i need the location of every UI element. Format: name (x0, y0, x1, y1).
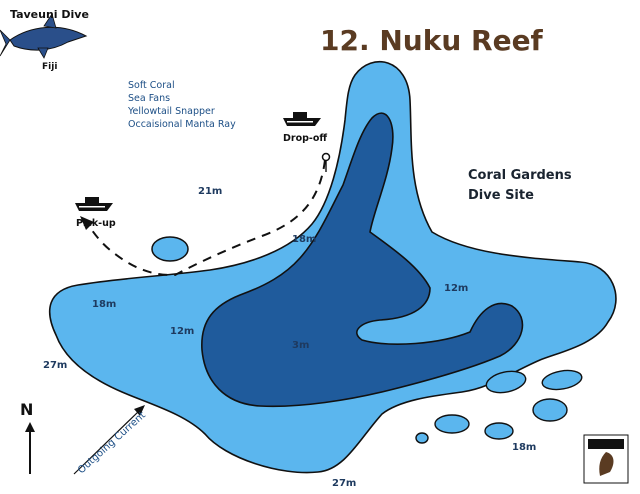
depth-label: 27m (43, 360, 68, 371)
logo-location: Fiji (42, 62, 58, 72)
site-name-line2: Dive Site (468, 188, 534, 203)
current-arrowhead-icon (134, 405, 145, 416)
species-item: Occaisional Manta Ray (128, 119, 236, 130)
logo-name: Taveuni Dive (10, 8, 89, 21)
depth-label: 12m (170, 326, 195, 337)
shallow-core (201, 112, 524, 408)
pickup-label: Pick-up (76, 218, 116, 229)
depth-label: 27m (332, 478, 357, 489)
depth-label: 21m (198, 186, 223, 197)
dropoff-pin-icon (321, 152, 331, 162)
depth-label: 18m (512, 442, 537, 453)
site-name-line1: Coral Gardens (468, 168, 572, 183)
small-islet (151, 236, 189, 262)
north-label: N (20, 400, 34, 419)
species-item: Sea Fans (128, 93, 171, 104)
current-arrow-icon (73, 409, 141, 475)
patch-reef (485, 370, 527, 394)
patch-reef (532, 398, 568, 422)
shark-logo-icon (0, 13, 88, 59)
media-logo (583, 434, 629, 484)
boat-icon-dropoff (283, 112, 321, 126)
dropoff-label: Drop-off (283, 133, 328, 144)
dive-route (85, 159, 326, 277)
depth-label: 12m (444, 283, 469, 294)
depth-label: 18m (92, 299, 117, 310)
depth-label: 18m (292, 234, 317, 245)
species-item: Yellowtail Snapper (128, 106, 215, 117)
patch-reef (484, 422, 514, 440)
patch-reef (415, 432, 429, 444)
route-arrow-icon (80, 216, 94, 230)
species-item: Soft Coral (128, 80, 175, 91)
map-title: 12. Nuku Reef (320, 24, 543, 57)
boat-icon-pickup (75, 197, 113, 211)
patch-reef (541, 369, 583, 391)
patch-reef (434, 414, 470, 434)
north-arrowhead-icon (25, 422, 35, 432)
depth-label: 3m (292, 340, 310, 351)
